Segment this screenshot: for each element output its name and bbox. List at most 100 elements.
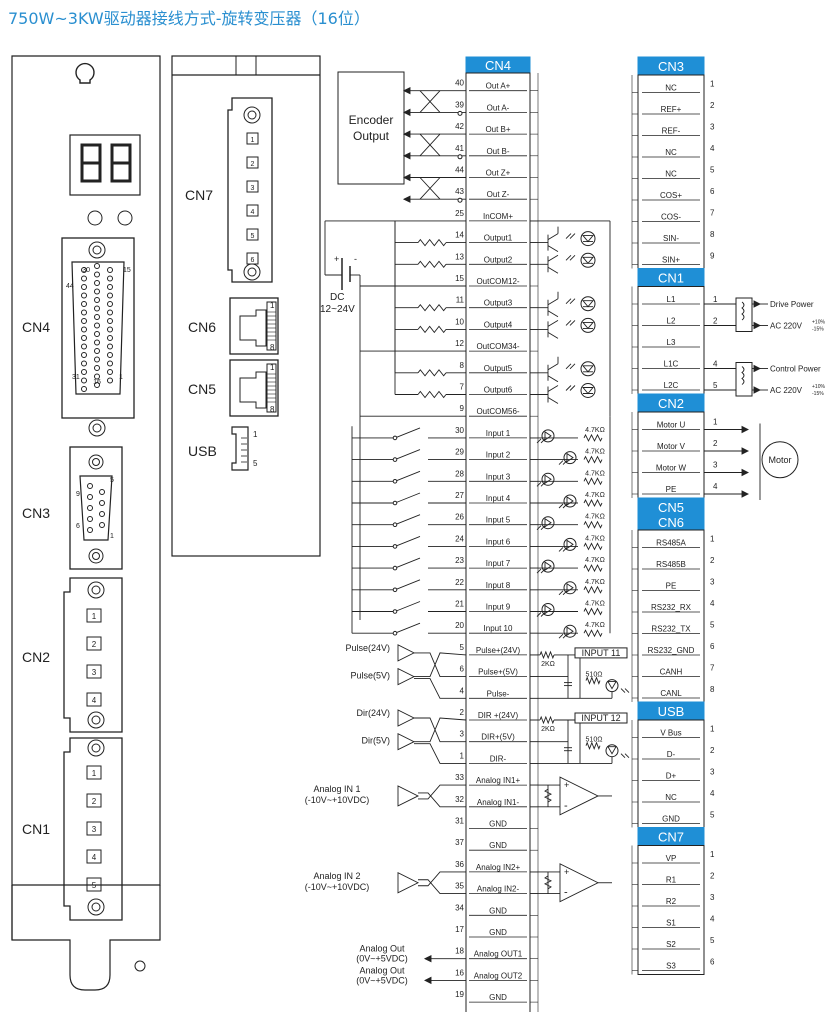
output-optocoupler [530, 317, 596, 339]
tolerance: -15% [812, 327, 824, 333]
switch [394, 557, 421, 569]
cn4-row-label: Input 1 [486, 429, 511, 438]
cn7-pin-label: 5 [251, 233, 255, 240]
cn3-pin-label: 1 [110, 533, 114, 540]
resistor-value: 4.7KΩ [585, 514, 605, 521]
pin-hole [107, 318, 113, 324]
cn4-row-label: Input 7 [486, 559, 511, 568]
terminal-pin [86, 849, 102, 864]
pin-hole [94, 305, 100, 312]
cn4-shell [71, 261, 125, 395]
transistor [547, 385, 559, 404]
cn4-row-label: Input 10 [484, 624, 513, 633]
pin-hole [99, 511, 105, 517]
switch [394, 514, 421, 526]
cn4-row-label: Out A+ [486, 82, 511, 91]
cn4-row-label: Output5 [484, 364, 513, 373]
dc-plus: + [334, 254, 339, 264]
power-label: Control Power [770, 365, 821, 374]
cn4-pin-number: 40 [455, 79, 464, 88]
transistor [547, 363, 559, 383]
cn4-pin-number: 31 [455, 817, 464, 826]
cn7-pin-label: 4 [251, 209, 255, 216]
pin-hole [107, 326, 113, 333]
filter-box [735, 362, 753, 397]
pin-hole [81, 343, 87, 350]
switch-pivot [392, 630, 398, 636]
pin-hole [94, 288, 100, 295]
led-symbol [563, 537, 577, 551]
cn4-pin-number: 30 [455, 426, 464, 435]
right-row-label: CANL [660, 689, 682, 698]
resistor-value: 4.7KΩ [585, 557, 605, 564]
resistor [583, 607, 603, 616]
line-driver [397, 644, 416, 662]
input-optocoupler: 4.7KΩ [530, 601, 605, 617]
screw [88, 241, 106, 259]
encoder-label: Encoder [349, 113, 394, 127]
right-pin-number: 5 [710, 166, 715, 175]
right-pin-number: 1 [710, 80, 715, 89]
output-optocoupler [530, 383, 596, 404]
cn4-pin-label: 15 [123, 267, 131, 274]
pin-hole [87, 494, 93, 500]
right-row-label: L2 [667, 317, 676, 326]
right-row-label: R1 [666, 876, 677, 885]
switch [394, 427, 421, 439]
cn4-row-label: Out Z+ [486, 169, 511, 178]
right-pin-number: 3 [710, 123, 715, 132]
transistor [547, 233, 559, 252]
cn4-row-label: Input 3 [486, 472, 511, 481]
dc-label: DC [330, 292, 344, 303]
rj45-pin-label: 8 [270, 405, 275, 414]
cn4-pin-label: 31 [72, 374, 80, 381]
cn4-pin-number: 35 [455, 882, 464, 891]
mount-hole [134, 960, 146, 972]
pin-hole [107, 369, 113, 375]
pin-hole [87, 483, 93, 489]
motor-pin: 1 [713, 418, 718, 427]
cn4-row-label: OutCOM34- [476, 342, 519, 351]
diode [544, 474, 552, 485]
arrow [402, 86, 411, 95]
cn4-row-label: Input 8 [486, 581, 511, 590]
motor-pin: 4 [713, 482, 718, 491]
cn4-row-label: GND [489, 928, 507, 937]
right-row-label: SIN+ [662, 256, 680, 265]
right-row-label: NC [665, 170, 677, 179]
cn4-row-label: Output3 [484, 299, 513, 308]
right-row-label: NC [665, 148, 677, 157]
resistor [585, 676, 601, 685]
cn4-pin-number: 44 [455, 166, 464, 175]
photon-arrows [565, 298, 576, 305]
resistor [417, 325, 447, 334]
resistor-value: 4.7KΩ [585, 622, 605, 629]
cn4-pin-number: 24 [455, 534, 464, 543]
right-row-label: L3 [667, 338, 676, 347]
encoder-label: Output [353, 129, 390, 143]
cn1-block [63, 737, 123, 921]
cn4-row-label: OutCOM56- [476, 407, 519, 416]
rj45-pins [266, 301, 277, 351]
twist [419, 177, 441, 200]
screw [243, 106, 261, 124]
cn4-row-label: Analog IN2+ [476, 863, 521, 872]
output-optocoupler [530, 361, 596, 383]
pin-hole [94, 271, 100, 278]
resistor-value: 4.7KΩ [585, 492, 605, 499]
pin-hole [99, 489, 105, 495]
input-box [574, 647, 628, 659]
cn4-row-label: Input 9 [486, 603, 511, 612]
pin-hole [81, 284, 87, 290]
cn2-pin-label: 2 [92, 640, 97, 649]
pin-hole [94, 314, 100, 320]
cn4-row-label: Analog OUT2 [474, 971, 523, 980]
cn4-row-label: Analog IN1+ [476, 776, 521, 785]
wire [414, 678, 466, 699]
cn1-pin-label: 4 [92, 853, 97, 862]
pin-hole [107, 267, 113, 273]
